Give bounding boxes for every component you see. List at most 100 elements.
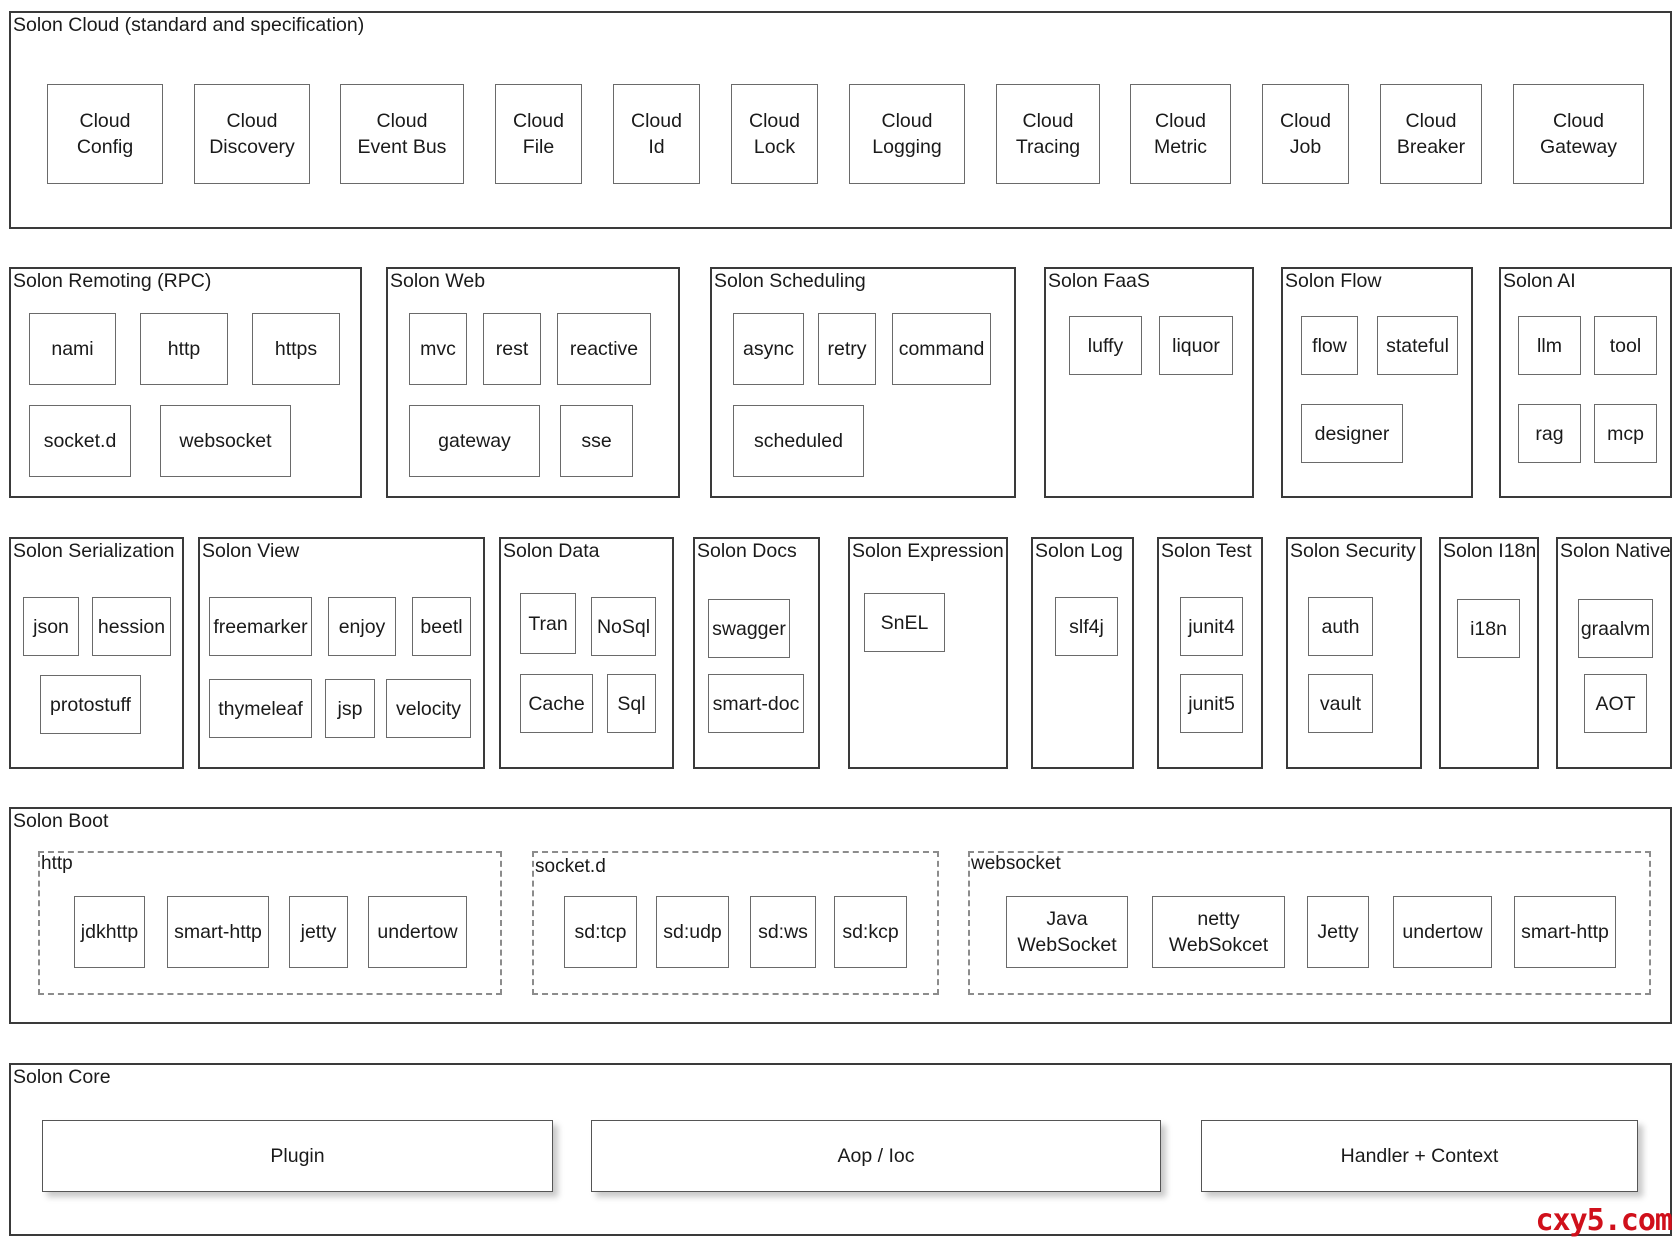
- sse-box: sse: [560, 405, 633, 477]
- netty-websocket-box: netty WebSokcet: [1152, 896, 1285, 968]
- command-box: command: [892, 313, 991, 385]
- json-box: json: [23, 597, 79, 656]
- scheduled-box: scheduled: [733, 405, 864, 477]
- boot-websocket-group: websocket: [968, 851, 1651, 995]
- cloud-event-bus-box: Cloud Event Bus: [340, 84, 464, 184]
- smart-doc-box: smart-doc: [708, 674, 804, 733]
- i18n-box: i18n: [1457, 599, 1520, 658]
- designer-box: designer: [1301, 404, 1403, 463]
- cloud-file-box: Cloud File: [495, 84, 582, 184]
- retry-box: retry: [818, 313, 876, 385]
- group-solon-faas: Solon FaaS: [1044, 267, 1254, 498]
- group-title: Solon Test: [1161, 540, 1252, 562]
- cloud-tracing-box: Cloud Tracing: [996, 84, 1100, 184]
- gateway-box: gateway: [409, 405, 540, 477]
- group-title: Solon FaaS: [1048, 270, 1150, 292]
- group-title: Solon View: [202, 540, 300, 562]
- junit4-box: junit4: [1180, 597, 1243, 656]
- nosql-box: NoSql: [591, 597, 656, 656]
- llm-box: llm: [1518, 316, 1581, 375]
- group-title: Solon Data: [503, 540, 600, 562]
- tran-box: Tran: [520, 593, 576, 654]
- group-title: Solon Web: [390, 270, 486, 292]
- cloud-breaker-box: Cloud Breaker: [1380, 84, 1482, 184]
- group-title: Solon Boot: [13, 810, 109, 832]
- async-box: async: [733, 313, 804, 385]
- group-title: Solon Serialization: [13, 540, 175, 562]
- protostuff-box: protostuff: [40, 675, 141, 734]
- group-title: Solon Cloud (standard and specification): [13, 14, 365, 36]
- websocket-box: websocket: [160, 405, 291, 477]
- velocity-box: velocity: [386, 679, 471, 738]
- cloud-job-box: Cloud Job: [1262, 84, 1349, 184]
- group-solon-ai: Solon AI: [1499, 267, 1672, 498]
- https-box: https: [252, 313, 340, 385]
- swagger-box: swagger: [708, 599, 790, 658]
- reactive-box: reactive: [557, 313, 651, 385]
- auth-box: auth: [1308, 597, 1373, 656]
- group-title: Solon Core: [13, 1066, 111, 1088]
- mcp-box: mcp: [1594, 404, 1657, 463]
- java-websocket-box: Java WebSocket: [1006, 896, 1128, 968]
- stateful-box: stateful: [1377, 316, 1458, 375]
- cloud-gateway-box: Cloud Gateway: [1513, 84, 1644, 184]
- rag-box: rag: [1518, 404, 1581, 463]
- group-title: Solon Docs: [697, 540, 797, 562]
- cache-box: Cache: [520, 674, 593, 733]
- group-title: Solon Native: [1560, 540, 1671, 562]
- boot-websocket-title: websocket: [971, 853, 1061, 874]
- group-title: Solon Security: [1290, 540, 1416, 562]
- jdkhttp-box: jdkhttp: [74, 896, 145, 968]
- plugin-box: Plugin: [42, 1120, 553, 1192]
- liquor-box: liquor: [1159, 316, 1233, 375]
- boot-undertow-box: undertow: [368, 896, 467, 968]
- luffy-box: luffy: [1069, 316, 1142, 375]
- vault-box: vault: [1308, 674, 1373, 733]
- ws-jetty-box: Jetty: [1307, 896, 1369, 968]
- junit5-box: junit5: [1180, 674, 1243, 733]
- group-title: Solon Scheduling: [714, 270, 866, 292]
- boot-socketd-title: socket.d: [535, 856, 606, 877]
- cloud-id-box: Cloud Id: [613, 84, 700, 184]
- handler-context-box: Handler + Context: [1201, 1120, 1638, 1192]
- thymeleaf-box: thymeleaf: [209, 679, 312, 738]
- boot-socketd-group: socket.d: [532, 851, 939, 995]
- sd-ws-box: sd:ws: [750, 896, 816, 968]
- boot-http-group: http: [38, 851, 502, 995]
- cloud-config-box: Cloud Config: [47, 84, 163, 184]
- group-title: Solon Remoting (RPC): [13, 270, 212, 292]
- watermark-text: cxy5.com: [1535, 1203, 1673, 1238]
- flow-box: flow: [1301, 316, 1358, 375]
- sd-udp-box: sd:udp: [656, 896, 729, 968]
- freemarker-box: freemarker: [209, 597, 312, 656]
- cloud-logging-box: Cloud Logging: [849, 84, 965, 184]
- boot-http-title: http: [41, 853, 73, 874]
- beetl-box: beetl: [412, 597, 471, 656]
- nami-box: nami: [29, 313, 116, 385]
- aop-ioc-box: Aop / Ioc: [591, 1120, 1161, 1192]
- aot-box: AOT: [1584, 674, 1647, 733]
- jsp-box: jsp: [325, 679, 375, 738]
- slf4j-box: slf4j: [1055, 597, 1118, 656]
- group-title: Solon Expression: [852, 540, 1004, 562]
- enjoy-box: enjoy: [328, 597, 396, 656]
- http-box: http: [140, 313, 228, 385]
- socket-d-box: socket.d: [29, 405, 131, 477]
- ws-undertow-box: undertow: [1393, 896, 1492, 968]
- hession-box: hession: [92, 597, 171, 656]
- snel-box: SnEL: [864, 593, 945, 652]
- cloud-lock-box: Cloud Lock: [731, 84, 818, 184]
- group-title: Solon Flow: [1285, 270, 1382, 292]
- group-title: Solon Log: [1035, 540, 1123, 562]
- ws-smart-http-box: smart-http: [1514, 896, 1616, 968]
- boot-jetty-box: jetty: [289, 896, 348, 968]
- cloud-metric-box: Cloud Metric: [1130, 84, 1231, 184]
- sd-tcp-box: sd:tcp: [564, 896, 637, 968]
- tool-box: tool: [1594, 316, 1657, 375]
- group-solon-expression: Solon Expression: [848, 537, 1008, 769]
- group-solon-i18n: Solon I18n: [1439, 537, 1539, 769]
- boot-smart-http-box: smart-http: [167, 896, 269, 968]
- sd-kcp-box: sd:kcp: [834, 896, 907, 968]
- group-title: Solon I18n: [1443, 540, 1537, 562]
- sql-box: Sql: [607, 674, 656, 733]
